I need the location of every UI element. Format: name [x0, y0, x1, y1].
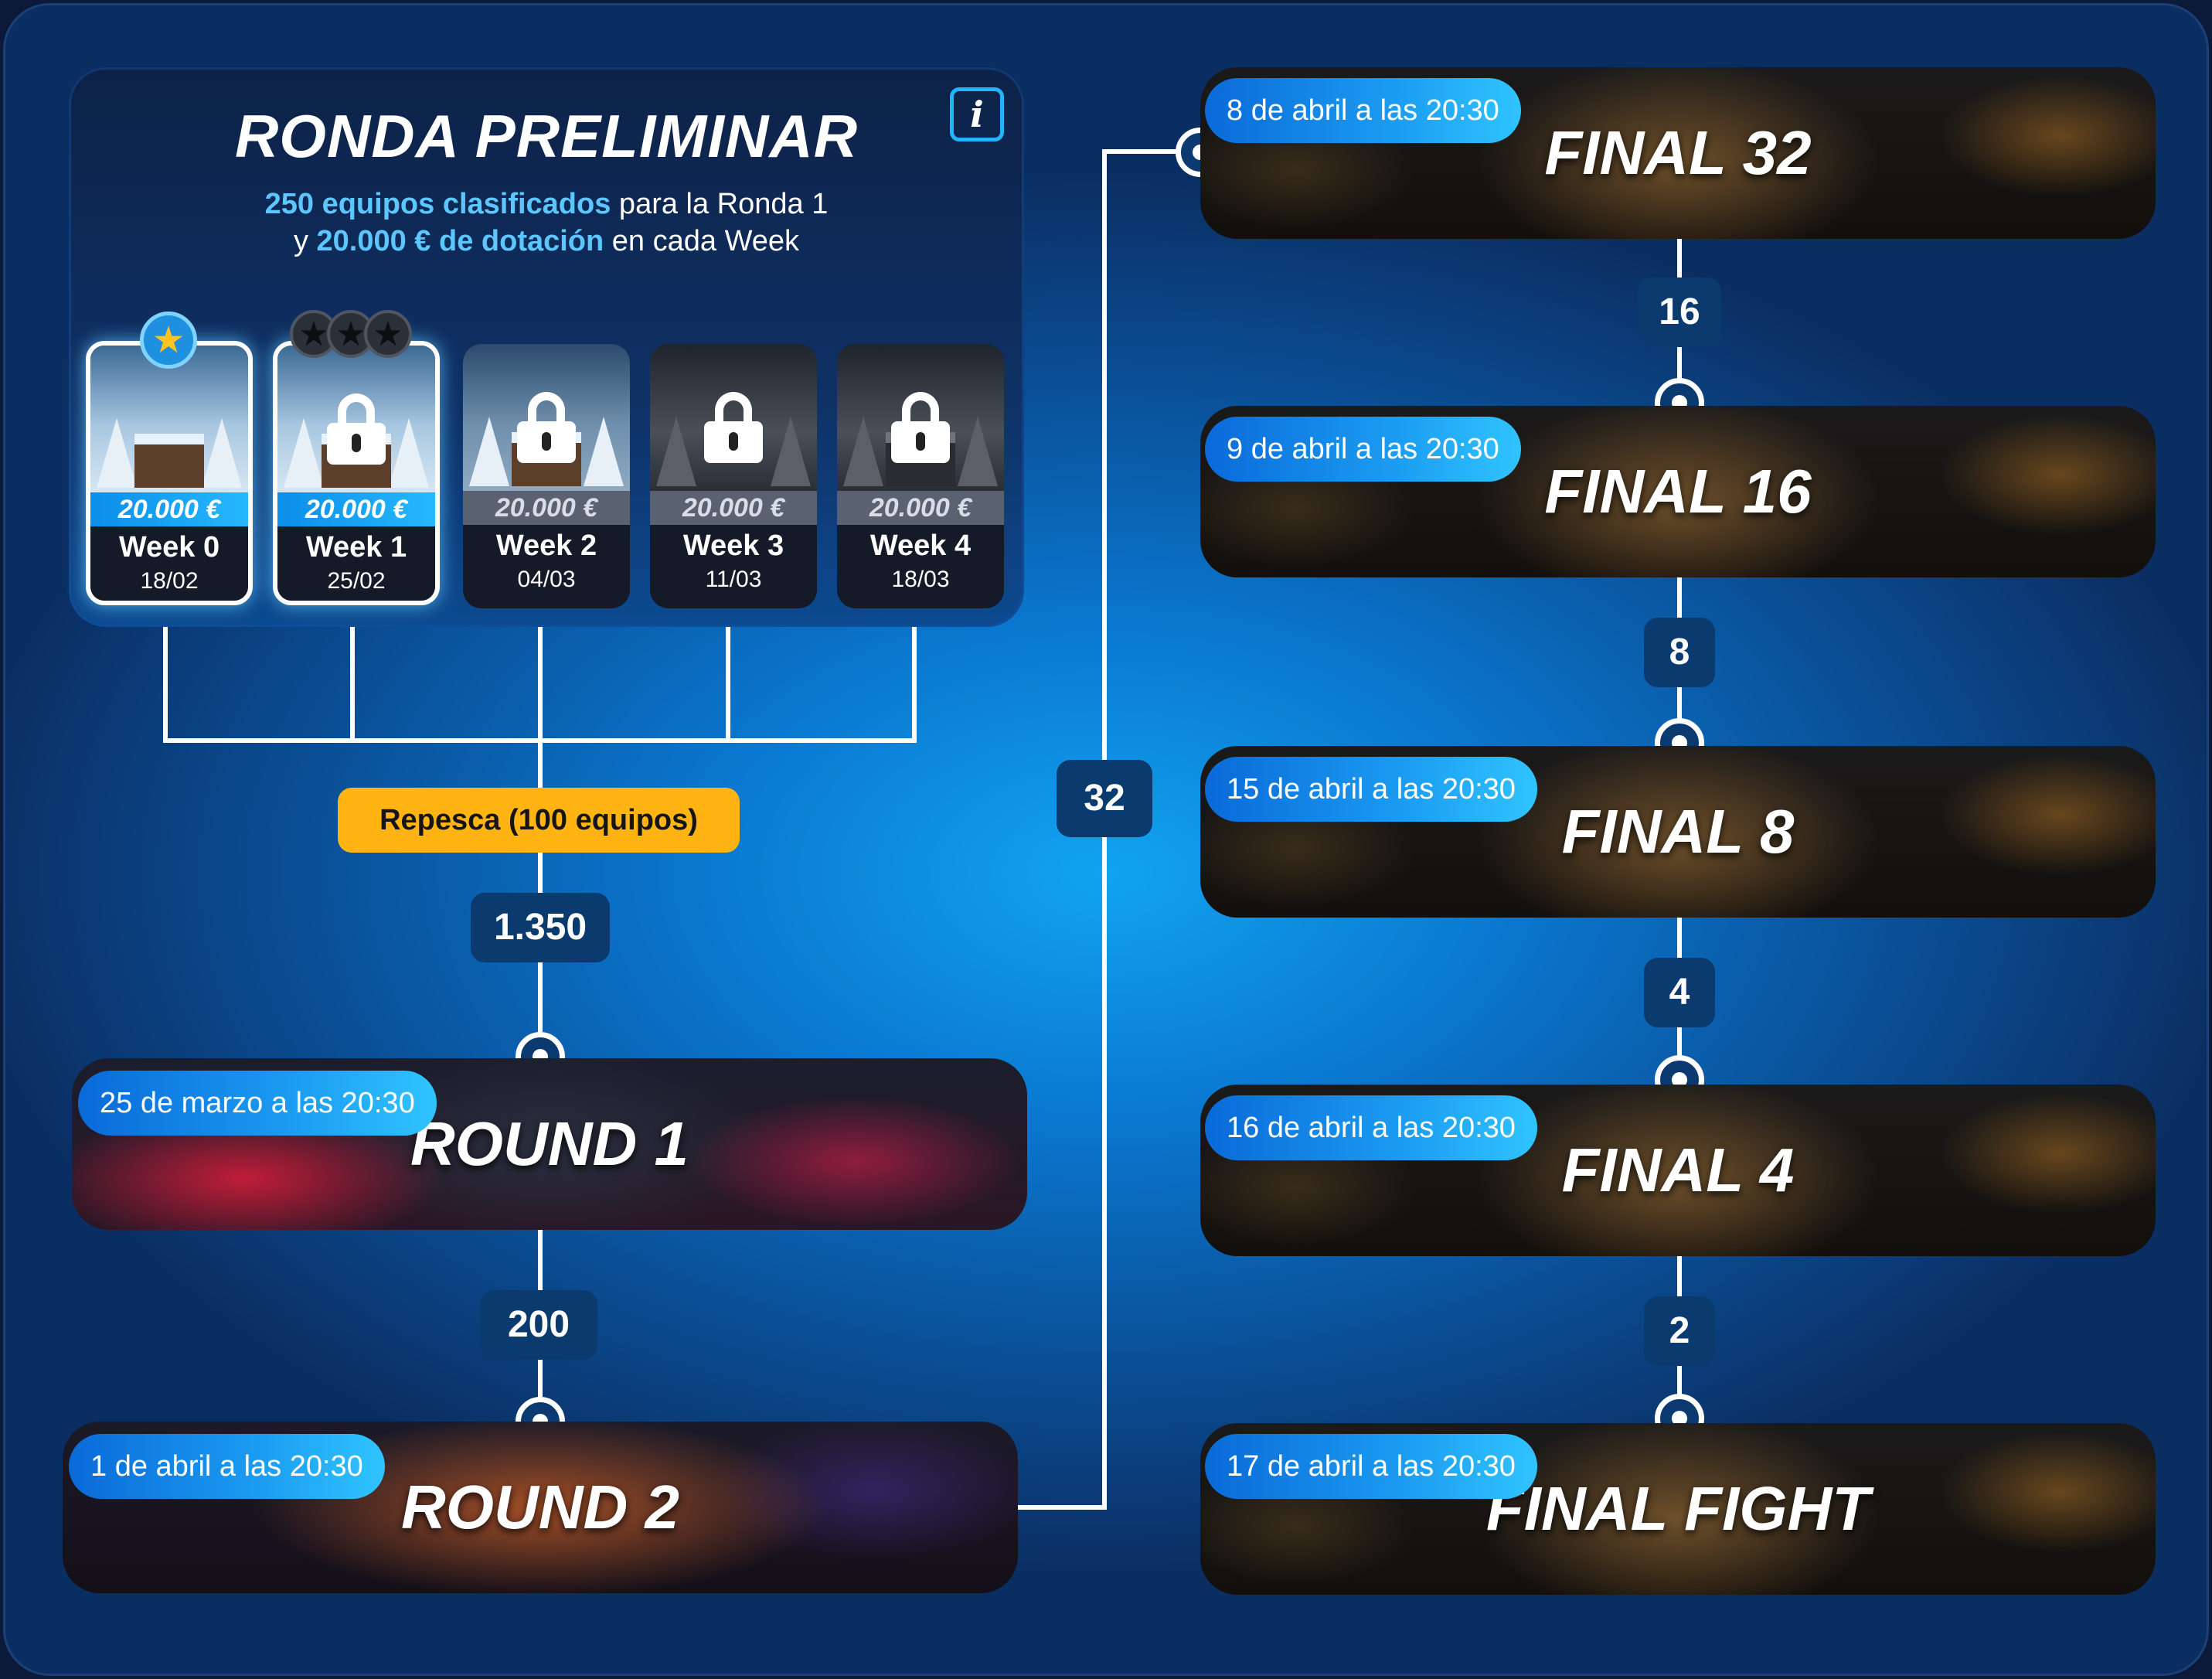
week-card-4[interactable]: 20.000 € Week 4 18/03 [837, 344, 1004, 608]
connector [1018, 1505, 1107, 1510]
prize-highlight: 20.000 € de dotación [316, 225, 604, 257]
week-date: 25/02 [327, 568, 386, 594]
connector [538, 627, 543, 743]
lock-icon [704, 392, 763, 463]
round-banner-final8[interactable]: FINAL 8 15 de abril a las 20:30 [1200, 746, 2156, 918]
connector [912, 627, 917, 743]
week-prize: 20.000 € [90, 492, 248, 526]
lock-icon [327, 393, 386, 465]
week-prize: 20.000 € [277, 492, 435, 526]
lock-icon [891, 392, 950, 463]
week-card-2[interactable]: 20.000 € Week 2 04/03 [463, 344, 630, 608]
round-title: FINAL 8 [1561, 797, 1795, 866]
round-banner-final32[interactable]: FINAL 32 8 de abril a las 20:30 [1200, 67, 2156, 239]
round-title: ROUND 1 [410, 1109, 689, 1178]
round-title: FINAL 4 [1561, 1136, 1795, 1204]
week-card-3[interactable]: 20.000 € Week 3 11/03 [650, 344, 817, 608]
count-to-final-fight: 2 [1644, 1296, 1715, 1366]
round-date: 9 de abril a las 20:30 [1205, 417, 1521, 482]
week-date: 18/02 [140, 568, 199, 594]
round-title: ROUND 2 [400, 1473, 680, 1541]
round-date: 17 de abril a las 20:30 [1205, 1434, 1537, 1499]
week-thumbnail [277, 346, 435, 492]
week-card-1[interactable]: 20.000 € Week 1 25/02 [273, 341, 440, 605]
qualified-teams-highlight: 250 equipos clasificados [264, 188, 611, 220]
round-banner-round2[interactable]: ROUND 2 1 de abril a las 20:30 [63, 1422, 1018, 1593]
star-badge-icon: ★ [140, 312, 197, 369]
count-to-final4: 4 [1644, 958, 1715, 1027]
connector [350, 627, 355, 743]
star-badge-icon: ★ [290, 310, 338, 358]
week-date: 18/03 [891, 567, 950, 592]
preliminary-round-panel: RONDA PRELIMINAR i 250 equipos clasifica… [69, 67, 1024, 627]
week-thumbnail [650, 344, 817, 491]
tournament-bracket: RONDA PRELIMINAR i 250 equipos clasifica… [3, 3, 2209, 1676]
repesca-label: Repesca (100 equipos) [338, 788, 740, 853]
round-title: FINAL 32 [1544, 118, 1812, 187]
week-thumbnail [463, 344, 630, 491]
round-title: FINAL FIGHT [1485, 1474, 1870, 1543]
round-banner-final4[interactable]: FINAL 4 16 de abril a las 20:30 [1200, 1085, 2156, 1256]
round-banner-round1[interactable]: ROUND 1 25 de marzo a las 20:30 [72, 1058, 1027, 1230]
preliminary-title: RONDA PRELIMINAR [234, 102, 859, 170]
week-date: 11/03 [705, 567, 762, 592]
connector [1102, 149, 1187, 154]
connector [163, 627, 168, 743]
week-name: Week 1 [305, 531, 407, 564]
count-to-final8: 8 [1644, 618, 1715, 687]
week-date: 04/03 [517, 567, 576, 592]
round-banner-final16[interactable]: FINAL 16 9 de abril a las 20:30 [1200, 406, 2156, 577]
star-badge-icon: ★ [364, 310, 412, 358]
count-to-round1: 1.350 [471, 893, 610, 962]
count-to-round2: 200 [480, 1290, 597, 1360]
week-name: Week 4 [869, 530, 972, 562]
week-name: Week 2 [495, 530, 597, 562]
round-date: 25 de marzo a las 20:30 [78, 1071, 437, 1136]
round-date: 15 de abril a las 20:30 [1205, 757, 1537, 822]
week-thumbnail [90, 346, 248, 492]
round-date: 16 de abril a las 20:30 [1205, 1095, 1537, 1160]
week-thumbnail [837, 344, 1004, 491]
week-prize: 20.000 € [650, 491, 817, 525]
subtitle-text: en cada Week [604, 225, 800, 257]
round-date: 1 de abril a las 20:30 [69, 1434, 385, 1499]
count-to-final16: 16 [1638, 278, 1721, 347]
week-name: Week 0 [118, 531, 220, 564]
week-prize: 20.000 € [837, 491, 1004, 525]
week-prize: 20.000 € [463, 491, 630, 525]
count-to-final32: 32 [1057, 760, 1152, 837]
info-button[interactable]: i [950, 87, 1004, 141]
round-date: 8 de abril a las 20:30 [1205, 78, 1521, 143]
subtitle-text: para la Ronda 1 [611, 188, 829, 220]
preliminary-subtitle-line1: 250 equipos clasificados para la Ronda 1 [69, 188, 1024, 221]
connector [726, 627, 730, 743]
week-card-0[interactable]: 20.000 € Week 0 18/02 [86, 341, 253, 605]
round-title: FINAL 16 [1544, 457, 1812, 526]
preliminary-subtitle-line2: y 20.000 € de dotación en cada Week [69, 225, 1024, 258]
week-name: Week 3 [682, 530, 784, 562]
subtitle-text: y [293, 225, 317, 257]
round-banner-final-fight[interactable]: FINAL FIGHT 17 de abril a las 20:30 [1200, 1423, 2156, 1595]
lock-icon [517, 392, 576, 463]
